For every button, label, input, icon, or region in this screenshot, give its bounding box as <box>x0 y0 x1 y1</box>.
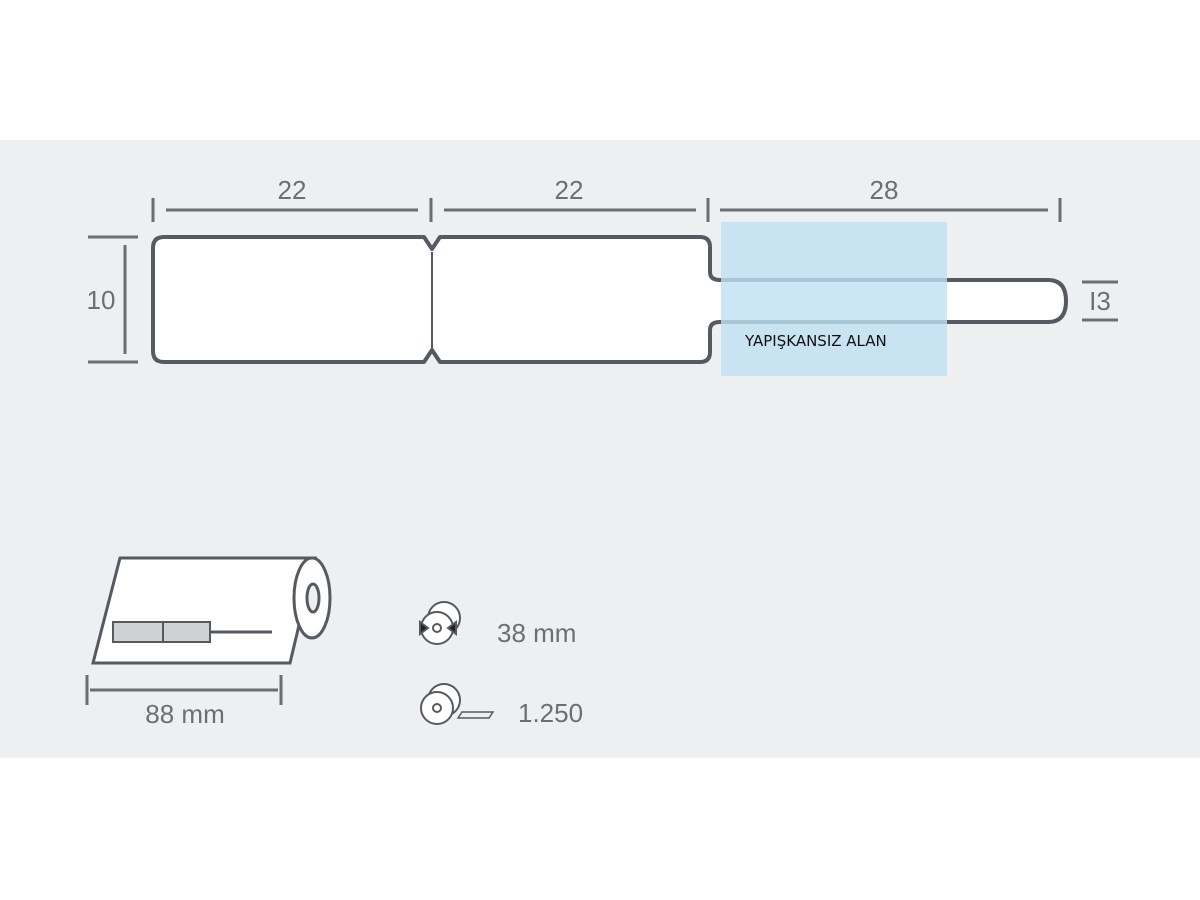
dimension-tail-height: I3 <box>1089 286 1111 316</box>
non-adhesive-area-label: YAPIŞKANSIZ ALAN <box>744 332 887 350</box>
labels-per-roll: 1.250 <box>518 698 583 728</box>
roll-width-dimension <box>85 675 283 705</box>
core-diameter-icon <box>419 601 461 645</box>
dimension-segment-3: 28 <box>870 175 899 205</box>
non-adhesive-area <box>721 222 947 376</box>
dimension-height: 10 <box>87 285 116 315</box>
dimension-segment-2: 22 <box>555 175 584 205</box>
labels-per-roll-icon <box>420 683 495 725</box>
top-dimension-lines <box>88 198 1118 364</box>
dimension-segment-1: 22 <box>278 175 307 205</box>
core-diameter: 38 mm <box>497 618 576 648</box>
roll-width: 88 mm <box>145 699 224 729</box>
label-roll-icon <box>91 556 332 665</box>
